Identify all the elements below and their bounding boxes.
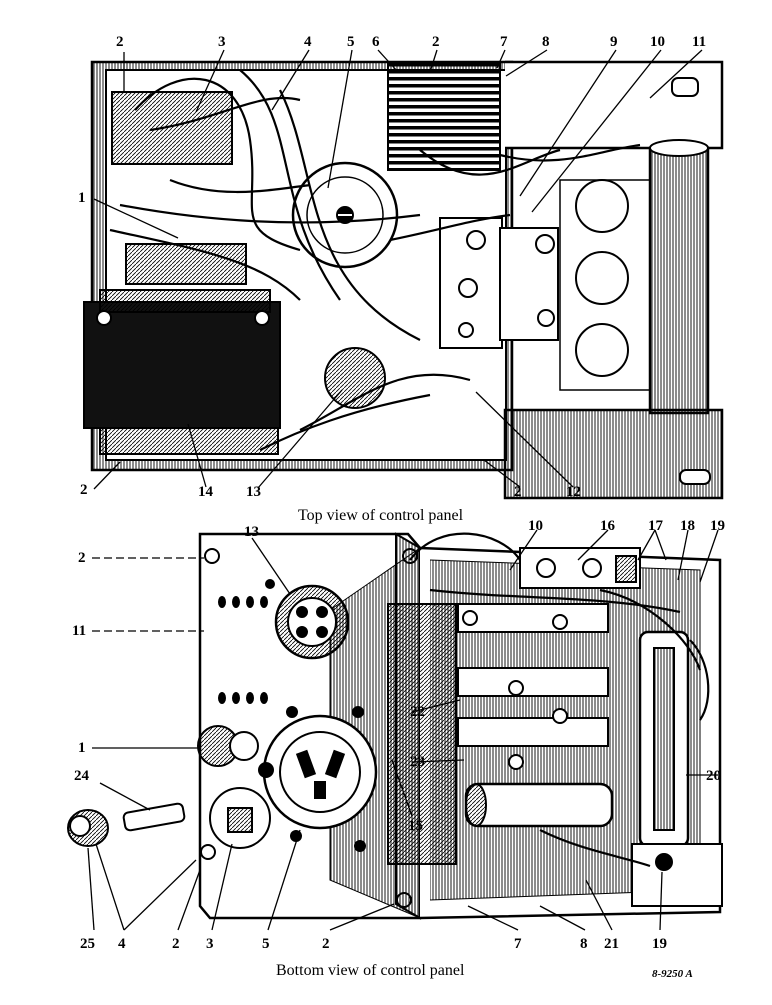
top-heat-sink: [387, 61, 501, 171]
top-callout-13: 13: [246, 484, 261, 500]
top-callout-2d: 2: [514, 484, 522, 500]
bottom-callout-3: 3: [206, 936, 214, 952]
bottom-callout-25: 25: [80, 936, 95, 952]
bottom-view-caption: Bottom view of control panel: [276, 962, 465, 979]
top-callout-10: 10: [650, 34, 665, 50]
top-terminal-board: [439, 217, 503, 349]
bottom-callout-8: 8: [580, 936, 588, 952]
bottom-callout-19b: 19: [652, 936, 667, 952]
top-callout-3: 3: [218, 34, 226, 50]
top-right-bracket: [505, 60, 724, 150]
bottom-leader-lines: [87, 529, 719, 931]
bottom-view-drawing: [67, 532, 723, 920]
bottom-callout-22: 22: [410, 704, 425, 720]
top-leader-lines: [93, 49, 703, 490]
bottom-callout-18: 18: [680, 518, 695, 534]
bottom-callout-20: 20: [706, 768, 721, 784]
bottom-callout-5: 5: [262, 936, 270, 952]
top-callout-14: 14: [198, 484, 213, 500]
bottom-callout-24: 24: [74, 768, 89, 784]
bottom-callout-2b: 2: [172, 936, 180, 952]
bottom-callout-23: 23: [410, 754, 425, 770]
top-resistor-tube: [648, 146, 710, 415]
bottom-callout-4: 4: [118, 936, 126, 952]
bottom-callout-16: 16: [600, 518, 615, 534]
top-callout-9: 9: [610, 34, 618, 50]
bottom-callout-13: 13: [244, 524, 259, 540]
top-rectifier-1: [575, 179, 629, 233]
top-callout-6: 6: [372, 34, 380, 50]
top-callout-8: 8: [542, 34, 550, 50]
bottom-callout-17: 17: [648, 518, 663, 534]
bottom-callout-10: 10: [528, 518, 543, 534]
top-callout-1: 1: [78, 190, 86, 206]
top-view-drawing: [83, 60, 724, 500]
top-callout-2b: 2: [432, 34, 440, 50]
bottom-callout-1: 1: [78, 740, 86, 756]
loose-fuse-24: [122, 802, 186, 832]
bottom-callout-21: 21: [604, 936, 619, 952]
top-callout-11: 11: [692, 34, 707, 50]
bottom-fuse-cylinder: [464, 782, 614, 828]
top-rectifier-3: [575, 323, 629, 377]
top-rectifier-2: [575, 251, 629, 305]
top-view-caption: Top view of control panel: [298, 507, 464, 524]
top-callout-2c: 2: [80, 482, 88, 498]
top-callout-7: 7: [500, 34, 508, 50]
bottom-callout-7: 7: [514, 936, 522, 952]
top-callout-4: 4: [304, 34, 312, 50]
top-callout-5: 5: [347, 34, 355, 50]
top-transformer: [83, 301, 281, 429]
top-callout-2: 2: [116, 34, 124, 50]
drawing-number: 8-9250 A: [652, 968, 693, 980]
bottom-cover-plate: [387, 603, 457, 865]
top-callout-12: 12: [566, 484, 581, 500]
bottom-callout-19: 19: [710, 518, 725, 534]
bottom-callout-11: 11: [72, 623, 87, 639]
bottom-callout-2c: 2: [322, 936, 330, 952]
bottom-callout-2: 2: [78, 550, 86, 566]
bottom-callout-15: 15: [408, 818, 423, 834]
